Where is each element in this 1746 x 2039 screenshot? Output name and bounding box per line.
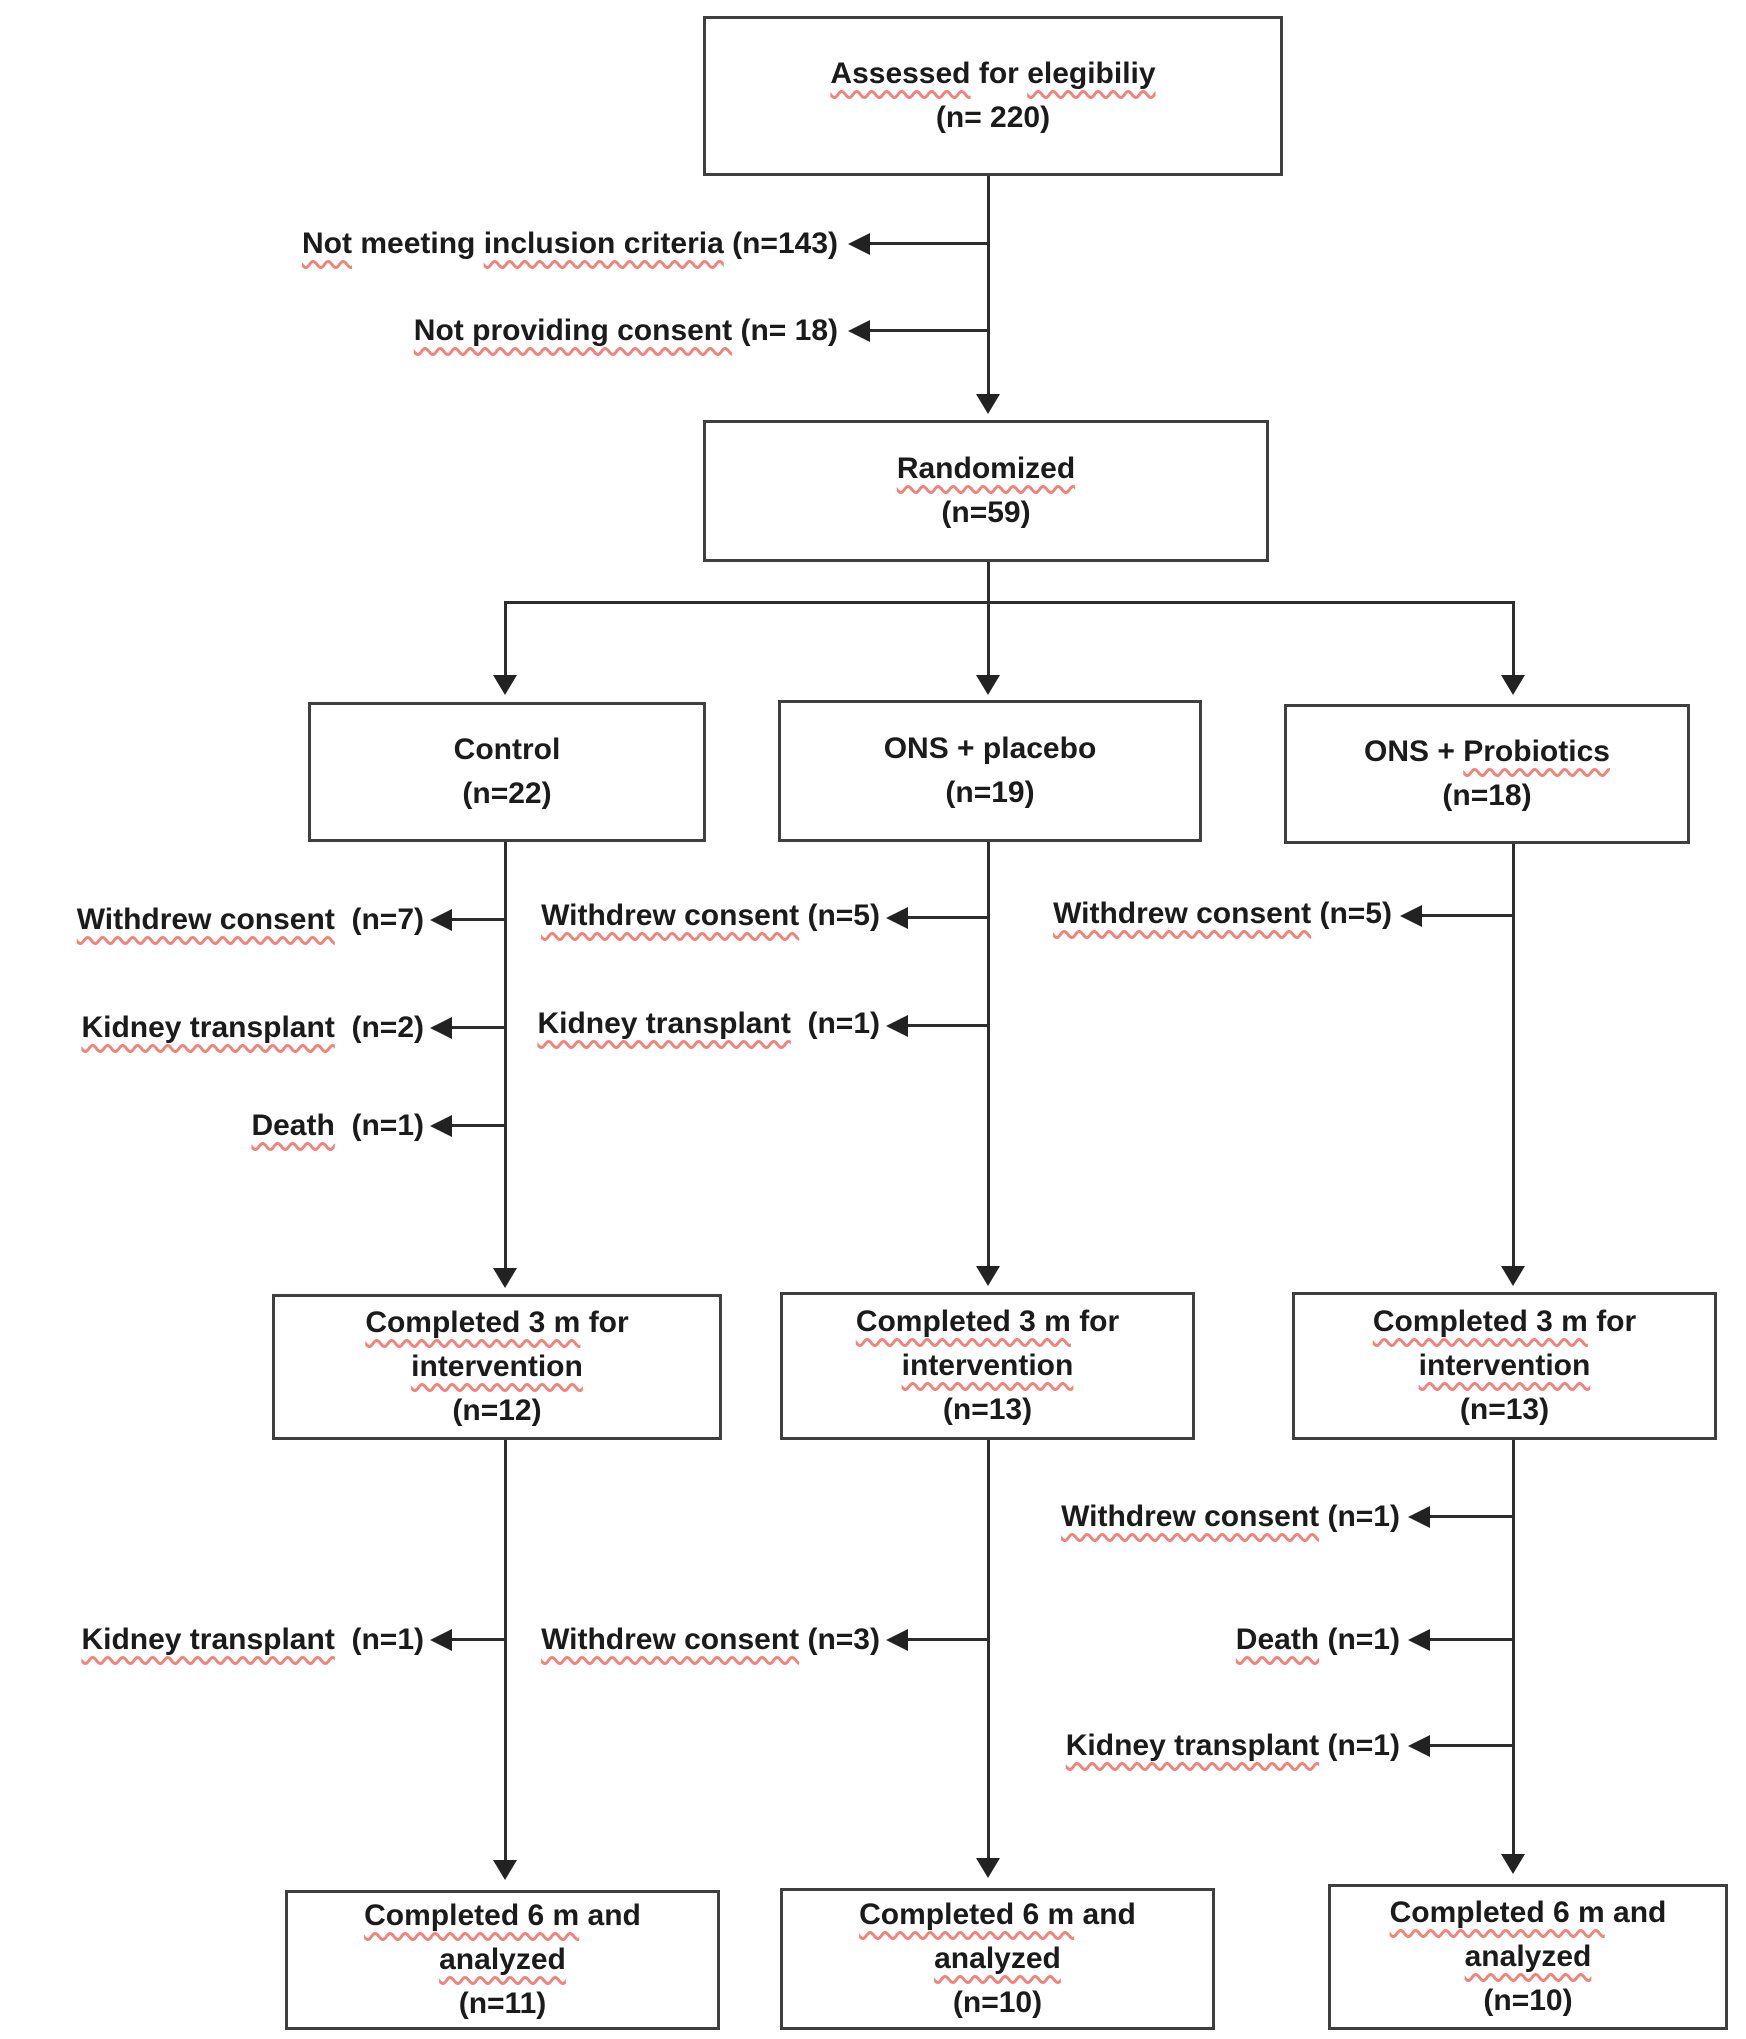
- connector-withdrew-6m-placebo: [908, 1638, 988, 1641]
- split-line: [504, 601, 1515, 604]
- connector-withdrew-3m-control: [452, 918, 507, 921]
- drop-control: [504, 601, 507, 675]
- label-kidney-3m-placebo: Kidney transplant (n=1): [537, 1007, 880, 1040]
- connector-randomized-to-split: [987, 562, 990, 675]
- arrowhead-down-icon: [976, 394, 1000, 414]
- box-completed-6m-probiotics-count: (n=10): [1483, 1984, 1573, 2017]
- arrowhead-down-icon: [976, 1858, 1000, 1878]
- connector-control-to-3m: [504, 842, 507, 1268]
- arrowhead-left-icon: [886, 1015, 908, 1037]
- box-completed-3m-placebo-count: (n=13): [942, 1393, 1033, 1426]
- box-probiotics-count: (n=18): [1442, 779, 1532, 812]
- box-completed-6m-probiotics: Completed 6 m and analyzed (n=10): [1328, 1884, 1728, 2030]
- box-randomized-count: (n=59): [941, 496, 1031, 529]
- box-probiotics-title: ONS + Probiotics: [1364, 735, 1610, 768]
- connector-kidney-3m-control: [452, 1026, 507, 1029]
- connector-not-meeting: [870, 242, 988, 245]
- arrowhead-left-icon: [1408, 1629, 1430, 1651]
- label-withdrew-3m-placebo: Withdrew consent (n=5): [541, 899, 880, 932]
- box-completed-6m-control-count: (n=11): [458, 1987, 547, 2020]
- connector-placebo-to-6m: [987, 1440, 990, 1858]
- arrowhead-down-icon: [976, 1266, 1000, 1286]
- arrowhead-left-icon: [848, 320, 870, 342]
- connector-withdrew-6m-probiotics: [1430, 1515, 1513, 1518]
- box-completed-6m-placebo: Completed 6 m and analyzed (n=10): [780, 1888, 1215, 2030]
- box-assessed-eligibility: Assessed for elegibiliy (n= 220): [703, 16, 1283, 176]
- box-placebo-count: (n=19): [945, 776, 1035, 809]
- label-kidney-6m-probiotics: Kidney transplant (n=1): [1065, 1729, 1400, 1762]
- box-completed-6m-placebo-count: (n=10): [952, 1986, 1043, 2019]
- arrowhead-left-icon: [1400, 905, 1422, 927]
- connector-withdrew-3m-placebo: [908, 916, 988, 919]
- arrowhead-left-icon: [886, 1629, 908, 1651]
- label-withdrew-6m-placebo: Withdrew consent (n=3): [541, 1623, 880, 1656]
- arrowhead-left-icon: [848, 233, 870, 255]
- label-not-meeting-criteria: Not meeting inclusion criteria (n=143): [302, 227, 838, 260]
- box-assessed-count: (n= 220): [935, 101, 1051, 134]
- box-completed-6m-control: Completed 6 m and analyzed (n=11): [285, 1890, 720, 2030]
- box-arm-ons-placebo: ONS + placebo (n=19): [778, 700, 1202, 842]
- box-randomized: Randomized (n=59): [703, 420, 1269, 562]
- box-arm-control: Control (n=22): [308, 702, 706, 842]
- box-completed-3m-control-count: (n=12): [452, 1394, 542, 1427]
- box-arm-ons-probiotics: ONS + Probiotics (n=18): [1284, 704, 1690, 844]
- drop-probiotics: [1512, 601, 1515, 675]
- box-completed-3m-control: Completed 3 m for intervention (n=12): [272, 1294, 722, 1440]
- label-not-providing-consent: Not providing consent (n= 18): [413, 314, 838, 347]
- connector-probiotics-to-6m: [1512, 1440, 1515, 1854]
- box-randomized-line1: Randomized: [896, 452, 1076, 485]
- arrowhead-down-icon: [493, 1860, 517, 1880]
- arrowhead-left-icon: [1408, 1735, 1430, 1757]
- box-completed-3m-placebo: Completed 3 m for intervention (n=13): [780, 1292, 1195, 1440]
- connector-placebo-to-3m: [987, 842, 990, 1266]
- connector-not-consent: [870, 329, 988, 332]
- arrowhead-down-icon: [493, 675, 517, 695]
- arrowhead-left-icon: [1408, 1506, 1430, 1528]
- box-control-title: Control: [453, 733, 561, 766]
- label-kidney-3m-control: Kidney transplant (n=2): [81, 1011, 424, 1044]
- connector-probiotics-to-3m: [1512, 844, 1515, 1266]
- connector-control-to-6m: [504, 1440, 507, 1860]
- label-withdrew-3m-probiotics: Withdrew consent (n=5): [1053, 897, 1392, 930]
- connector-death-3m-control: [452, 1124, 507, 1127]
- label-kidney-6m-control: Kidney transplant (n=1): [81, 1623, 424, 1656]
- label-death-6m-probiotics: Death (n=1): [1235, 1623, 1400, 1656]
- label-withdrew-6m-probiotics: Withdrew consent (n=1): [1061, 1500, 1400, 1533]
- arrowhead-left-icon: [430, 909, 452, 931]
- box-completed-3m-probiotics: Completed 3 m for intervention (n=13): [1292, 1292, 1717, 1440]
- connector-death-6m-probiotics: [1430, 1638, 1513, 1641]
- arrowhead-down-icon: [976, 675, 1000, 695]
- arrowhead-down-icon: [1501, 1266, 1525, 1286]
- box-control-count: (n=22): [462, 777, 552, 810]
- connector-withdrew-3m-probiotics: [1422, 914, 1513, 917]
- arrowhead-left-icon: [886, 907, 908, 929]
- connector-kidney-6m-control: [452, 1638, 507, 1641]
- connector-assessed-to-randomized: [987, 176, 990, 394]
- arrowhead-left-icon: [430, 1017, 452, 1039]
- label-death-3m-control: Death (n=1): [251, 1109, 424, 1142]
- box-assessed-line1: Assessed for elegibiliy: [830, 57, 1156, 90]
- connector-kidney-3m-placebo: [908, 1024, 988, 1027]
- label-withdrew-3m-control: Withdrew consent (n=7): [76, 903, 424, 936]
- arrowhead-down-icon: [1501, 1854, 1525, 1874]
- arrowhead-left-icon: [430, 1629, 452, 1651]
- arrowhead-left-icon: [430, 1115, 452, 1137]
- box-placebo-title: ONS + placebo: [883, 732, 1097, 765]
- arrowhead-down-icon: [1501, 675, 1525, 695]
- connector-kidney-6m-probiotics: [1430, 1744, 1513, 1747]
- box-completed-3m-probiotics-count: (n=13): [1459, 1393, 1550, 1426]
- arrowhead-down-icon: [493, 1268, 517, 1288]
